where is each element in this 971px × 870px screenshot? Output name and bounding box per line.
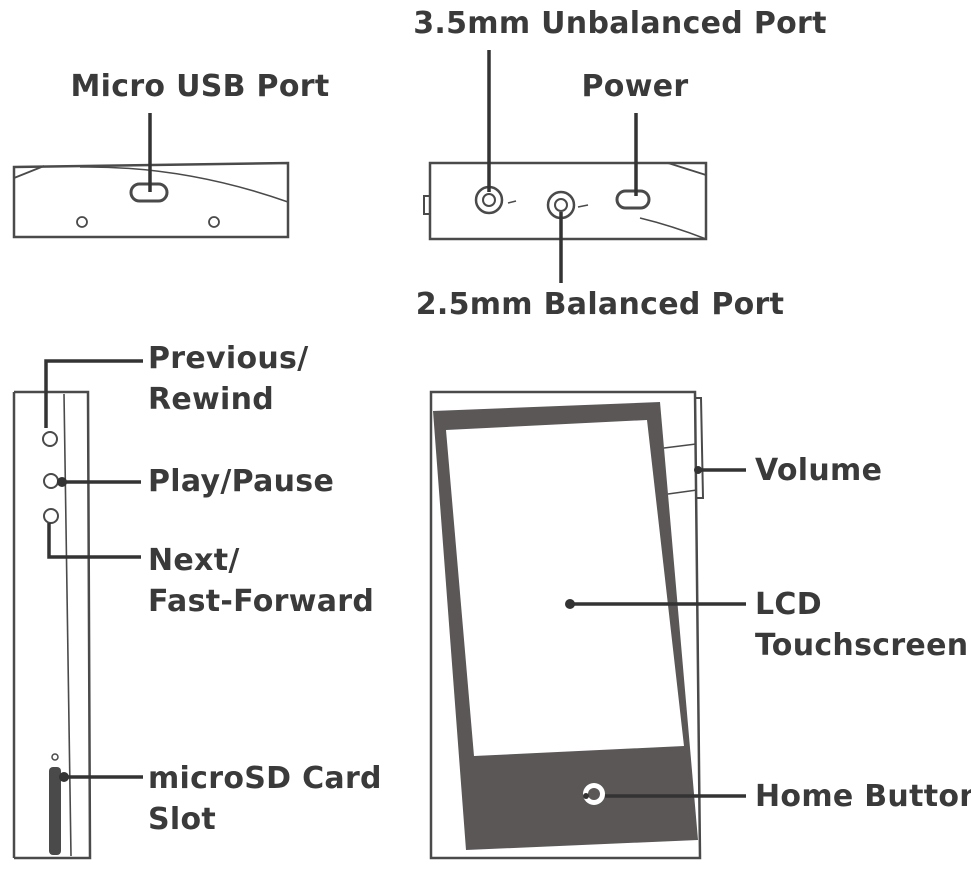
label-volume: Volume <box>755 450 882 491</box>
front-outline <box>429 390 702 860</box>
leader-lines <box>44 50 746 798</box>
unbalanced-port-inner <box>482 193 496 207</box>
label-balanced-port: 2.5mm Balanced Port <box>410 284 790 325</box>
label-balanced-port-text: 2.5mm Balanced Port <box>415 287 785 322</box>
side-view-outline <box>14 390 92 860</box>
label-lcd-touchscreen: LCD Touchscreen <box>755 584 968 666</box>
bottom-edge-view <box>12 161 290 239</box>
dot-play-pause <box>57 477 67 487</box>
label-micro-usb-port-text: Micro USB Port <box>70 69 330 104</box>
label-next-line1: Next/ <box>148 543 240 578</box>
microsd-slot-mark <box>51 753 59 761</box>
label-previous-line2: Rewind <box>148 382 275 417</box>
label-micro-usb-port: Micro USB Port <box>40 66 360 107</box>
label-power: Power <box>560 66 710 107</box>
bottom-screw-left <box>76 216 88 228</box>
front-view <box>429 390 705 860</box>
dot-microsd <box>59 772 69 782</box>
leader-previous <box>44 359 143 428</box>
dot-lcd <box>565 599 575 609</box>
label-home-button: Home Button <box>755 776 971 817</box>
label-home-button-text: Home Button <box>755 779 971 814</box>
label-next-line2: Fast-Forward <box>148 584 375 619</box>
home-button-inner <box>588 788 600 800</box>
volume-rocker-marks <box>663 443 698 495</box>
bottom-edge-chamfer-left <box>13 165 45 179</box>
bottom-screw-right <box>208 216 220 228</box>
label-lcd-line2: Touchscreen <box>755 628 969 663</box>
top-edge-chamfer <box>667 162 707 176</box>
balanced-port-inner <box>554 198 568 212</box>
top-edge-outline <box>428 161 708 241</box>
left-side-view <box>12 390 92 860</box>
label-unbalanced-port: 3.5mm Unbalanced Port <box>410 3 830 44</box>
label-unbalanced-port-text: 3.5mm Unbalanced Port <box>413 6 827 41</box>
top-edge-side-button <box>423 195 430 215</box>
label-power-text: Power <box>581 69 689 104</box>
leader-next <box>47 523 141 559</box>
label-microsd-line2: Slot <box>148 802 217 837</box>
balanced-port-symbol <box>577 204 589 208</box>
power-button-shape <box>615 189 651 210</box>
label-microsd-card-slot: microSD Card Slot <box>148 758 382 840</box>
label-next-fast-forward: Next/ Fast-Forward <box>148 540 374 622</box>
previous-button-shape <box>42 431 58 447</box>
play-pause-button-shape <box>43 473 59 489</box>
label-play-pause-text: Play/Pause <box>148 464 335 499</box>
label-play-pause: Play/Pause <box>148 461 334 502</box>
dot-volume <box>694 466 702 474</box>
next-button-shape <box>43 508 59 524</box>
volume-rocker-shape <box>695 397 705 499</box>
dot-home <box>583 793 589 799</box>
screen-frame <box>433 402 698 850</box>
bottom-edge-seam <box>79 166 289 203</box>
label-previous-rewind: Previous/ Rewind <box>148 338 308 420</box>
bottom-edge-outline <box>12 161 290 239</box>
leader-dots <box>57 466 702 799</box>
label-lcd-line1: LCD <box>755 587 822 622</box>
top-edge-seam <box>639 217 707 240</box>
top-edge-view <box>423 161 708 241</box>
microsd-slot-shape <box>49 767 61 855</box>
label-volume-text: Volume <box>755 453 883 488</box>
unbalanced-port-symbol <box>507 200 517 204</box>
label-microsd-line1: microSD Card <box>148 761 382 796</box>
label-previous-line1: Previous/ <box>148 341 309 376</box>
side-view-seam <box>63 393 72 857</box>
